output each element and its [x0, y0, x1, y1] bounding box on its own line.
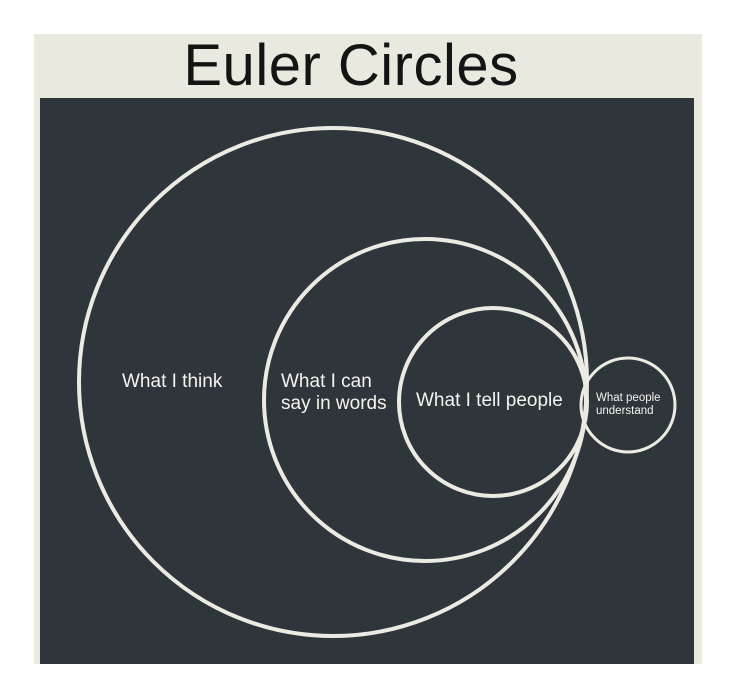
circle-what-people-understand: [579, 356, 677, 454]
label-what-i-think: What I think: [122, 371, 223, 392]
circle-what-i-tell-people: [397, 306, 589, 498]
label-what-people-understand: What people understand: [596, 392, 661, 417]
page-title: Euler Circles: [183, 33, 519, 98]
label-what-i-tell-people: What I tell people: [416, 390, 563, 411]
label-what-i-can-say: What I can say in words: [281, 371, 387, 414]
